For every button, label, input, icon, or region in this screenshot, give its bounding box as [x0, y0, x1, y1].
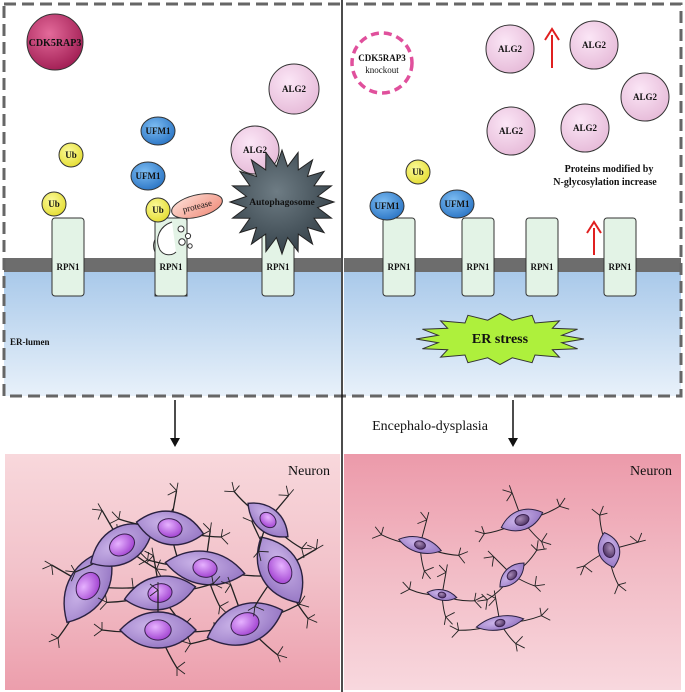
alg2-label: ALG2	[243, 145, 268, 155]
encephalo-dysplasia-label: Encephalo-dysplasia	[372, 419, 489, 434]
ufm1-right-1: UFM1	[369, 191, 405, 221]
ub-label: Ub	[412, 167, 424, 177]
alg2-right-4: ALG2	[486, 106, 536, 156]
alg2-label: ALG2	[282, 84, 307, 94]
increase-text-1: Proteins modified by	[565, 164, 654, 175]
protease-enzyme: protease	[171, 193, 223, 219]
ub-label: Ub	[65, 150, 77, 160]
er-stress-label: ER stress	[472, 332, 529, 347]
neuron-cell	[371, 511, 469, 580]
alg2-left-1: ALG2	[268, 63, 320, 115]
alg2-right-5: ALG2	[560, 103, 610, 153]
rpn1-label: RPN1	[388, 262, 411, 272]
rpn1-label: RPN1	[160, 262, 183, 272]
ub-left-3: Ub	[145, 197, 171, 223]
cdk5rap3-knockout: CDK5RAP3 knockout	[350, 31, 414, 95]
rpn1-left-2: RPN1	[153, 217, 188, 297]
knockout-title: CDK5RAP3	[358, 53, 406, 63]
rpn1-left-1: RPN1	[51, 217, 85, 297]
neuron-cell	[242, 511, 324, 629]
alg2-label: ALG2	[499, 126, 524, 136]
ub-label: Ub	[152, 205, 164, 215]
increase-text-2: N-glycosylation increase	[553, 177, 657, 188]
neuron-cell	[180, 576, 310, 663]
neuron-cell	[97, 547, 223, 634]
alg2-right-2: ALG2	[569, 20, 619, 70]
rpn1-label: RPN1	[57, 262, 80, 272]
knockout-sub: knockout	[365, 65, 399, 75]
cdk5rap3-label: CDK5RAP3	[29, 38, 82, 49]
rpn1-label: RPN1	[609, 262, 632, 272]
arrow-down-left	[170, 400, 180, 447]
alg2-label: ALG2	[582, 40, 607, 50]
ufm1-label: UFM1	[136, 171, 161, 181]
neuron-cell	[477, 540, 547, 610]
rpn1-right-2: RPN1	[461, 217, 495, 297]
rpn1-label: RPN1	[467, 262, 490, 272]
ufm1-label: UFM1	[146, 126, 171, 136]
rpn1-label: RPN1	[267, 262, 290, 272]
alg2-right-1: ALG2	[485, 24, 535, 74]
neuron-cell	[449, 590, 551, 652]
arrow-down-right	[508, 400, 518, 447]
neuron-cell	[224, 481, 312, 562]
alg2-label: ALG2	[633, 92, 658, 102]
healthy-neurons	[42, 481, 324, 676]
rpn1-right-3: RPN1	[525, 217, 559, 297]
ufm1-left-2: UFM1	[130, 161, 166, 191]
cdk5rap3-protein: CDK5RAP3	[26, 13, 84, 71]
autophagosome: Autophagosome	[228, 148, 336, 256]
neuron-cell	[400, 564, 484, 625]
ufm1-right-2: UFM1	[439, 189, 475, 219]
alg2-label: ALG2	[498, 44, 523, 54]
ufm1-left-1: UFM1	[140, 116, 176, 146]
ufm1-label: UFM1	[375, 201, 400, 211]
neuron-right-label: Neuron	[630, 464, 672, 479]
increase-arrow-top	[544, 27, 560, 68]
ub-left-2: Ub	[41, 191, 67, 217]
autophagosome-label: Autophagosome	[249, 198, 314, 208]
rpn1-right-1: RPN1	[382, 217, 416, 297]
er-lumen-label: ER-lumen	[10, 337, 50, 347]
rpn1-label: RPN1	[531, 262, 554, 272]
alg2-right-3: ALG2	[620, 72, 670, 122]
alg2-label: ALG2	[573, 123, 598, 133]
neuron-cell	[93, 582, 223, 676]
er-stress-burst: ER stress	[415, 312, 585, 366]
neuron-cell	[138, 522, 272, 615]
neuron-left-label: Neuron	[288, 464, 330, 479]
cleaved-fragments	[177, 225, 193, 249]
ub-right-1: Ub	[405, 159, 431, 185]
neuron-cell	[474, 485, 570, 550]
er-membrane-right	[344, 258, 681, 272]
ufm1-label: UFM1	[445, 199, 470, 209]
dysplastic-neurons	[371, 485, 646, 652]
ub-label: Ub	[48, 199, 60, 209]
neuron-cell	[576, 505, 646, 595]
rpn1-right-4: RPN1	[603, 217, 637, 297]
ub-left-1: Ub	[58, 142, 84, 168]
increase-arrow-rpn1	[586, 220, 602, 255]
